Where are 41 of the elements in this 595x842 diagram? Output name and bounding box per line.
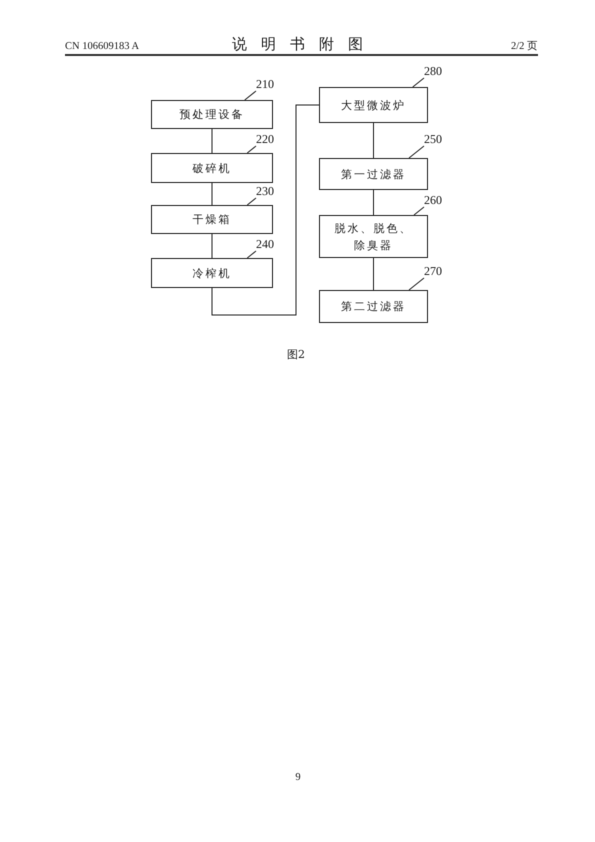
process-box [319,290,428,323]
reference-number: 230 [256,184,282,198]
process-box [151,100,273,129]
component-label: 大型微波炉 [341,98,406,114]
process-box [319,87,428,123]
reference-number: 240 [256,237,282,251]
component-label: 脱水、脱色、除臭器 [334,220,414,254]
process-box [319,158,428,190]
process-box [319,215,428,258]
leader-line [414,206,424,216]
leader-line [412,78,424,88]
connector-line [373,190,374,216]
process-box [151,258,273,288]
leader-line [246,198,256,206]
leader-line [246,250,256,258]
reference-number: 270 [424,264,450,278]
component-label: 第二过滤器 [341,299,406,315]
leader-line [244,90,256,100]
leader-line [408,146,424,158]
process-box [151,153,273,183]
figure-caption: 图2 [287,348,305,362]
reference-number: 260 [424,193,450,207]
component-label: 破碎机 [192,160,232,176]
reference-number: 210 [256,77,282,91]
reference-number: 250 [424,132,450,146]
component-label: 预处理设备 [180,107,244,123]
header-text: 2/2 页 [510,40,538,53]
leader-line [246,146,256,154]
process-box [151,205,273,234]
header-text: CN 106609183 A [65,40,140,53]
connector-line [212,104,320,316]
component-label: 第一过滤器 [341,166,406,182]
connector-line [373,258,374,290]
page-number: 9 [295,771,301,784]
connector-line [373,122,374,158]
page-title: 说明书附图 [231,35,377,53]
component-label: 冷榨机 [192,266,232,282]
reference-number: 220 [256,132,282,146]
component-label: 干燥箱 [192,212,232,228]
reference-number: 280 [424,64,450,78]
leader-line [408,278,424,290]
